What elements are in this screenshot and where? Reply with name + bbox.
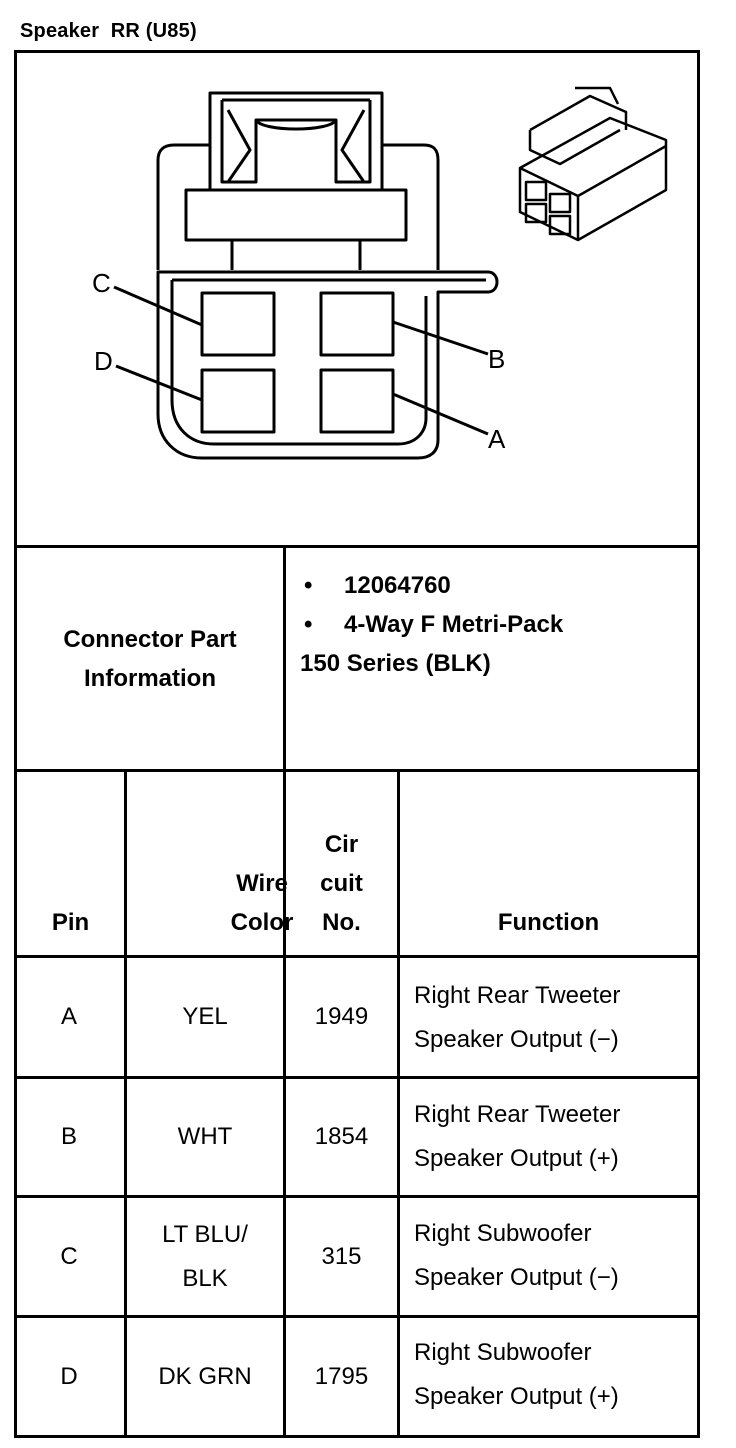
row-b-pin: B [60,1123,77,1150]
pin-label-b: B [488,344,505,374]
part-info-details: •12064760 •4-Way F Metri-Pack 150 Series… [300,566,563,683]
row-c-function: Right Subwoofer Speaker Output (−) [414,1220,619,1291]
pin-label-c: C [92,268,111,298]
header-circuit: Cir cuit No. [320,831,363,936]
divider-part-info [14,769,700,772]
title-component: Speaker [20,20,100,42]
page-title: Speaker RR (U85) [20,20,197,43]
divider-header [14,955,700,958]
row-a-function: Right Rear Tweeter Speaker Output (−) [414,982,621,1053]
part-info-label-line2: Information [84,664,216,692]
divider-diagram [14,545,700,548]
row-c-wire-color: LT BLU/ BLK [162,1220,248,1292]
part-info-bullet: •4-Way F Metri-Pack [300,605,563,644]
divider-circuit-column [397,769,400,1438]
row-b-wire-color: WHT [177,1123,233,1150]
row-d-circuit: 1795 [314,1362,369,1390]
divider-part-info-vertical [283,545,286,1438]
row-b-function: Right Rear Tweeter Speaker Output (+) [414,1101,621,1172]
row-d-wire-color: DK GRN [158,1362,252,1390]
part-info-label-line1: Connector Part [63,625,237,653]
pin-label-a: A [488,424,506,454]
row-b-circuit: 1854 [314,1123,369,1150]
header-pin: Pin [51,909,90,936]
connector-diagram: C D B A [92,86,668,460]
part-info-bullet: •12064760 [300,566,563,605]
row-a-wire-color: YEL [182,1003,228,1030]
header-wire-color: Wire Color [230,870,294,936]
row-a-circuit: 1949 [314,1003,369,1030]
part-number: 12064760 [344,572,451,599]
pin-label-d: D [94,346,113,376]
row-d-function: Right Subwoofer Speaker Output (+) [414,1339,619,1410]
divider-row-c [14,1315,700,1318]
connector-series: 150 Series (BLK) [300,650,491,677]
part-info-label: Connector Part Information [17,548,283,769]
divider-row-a [14,1076,700,1079]
divider-pin-column [124,769,127,1438]
divider-row-b [14,1195,700,1198]
row-c-pin: C [60,1242,78,1270]
title-location: RR (U85) [110,20,197,42]
connector-frame [14,50,700,1438]
row-a-pin: A [60,1003,77,1030]
connector-type: 4-Way F Metri-Pack [344,611,564,638]
row-d-pin: D [60,1362,78,1390]
row-c-circuit: 315 [321,1242,362,1270]
header-function: Function [497,909,600,936]
